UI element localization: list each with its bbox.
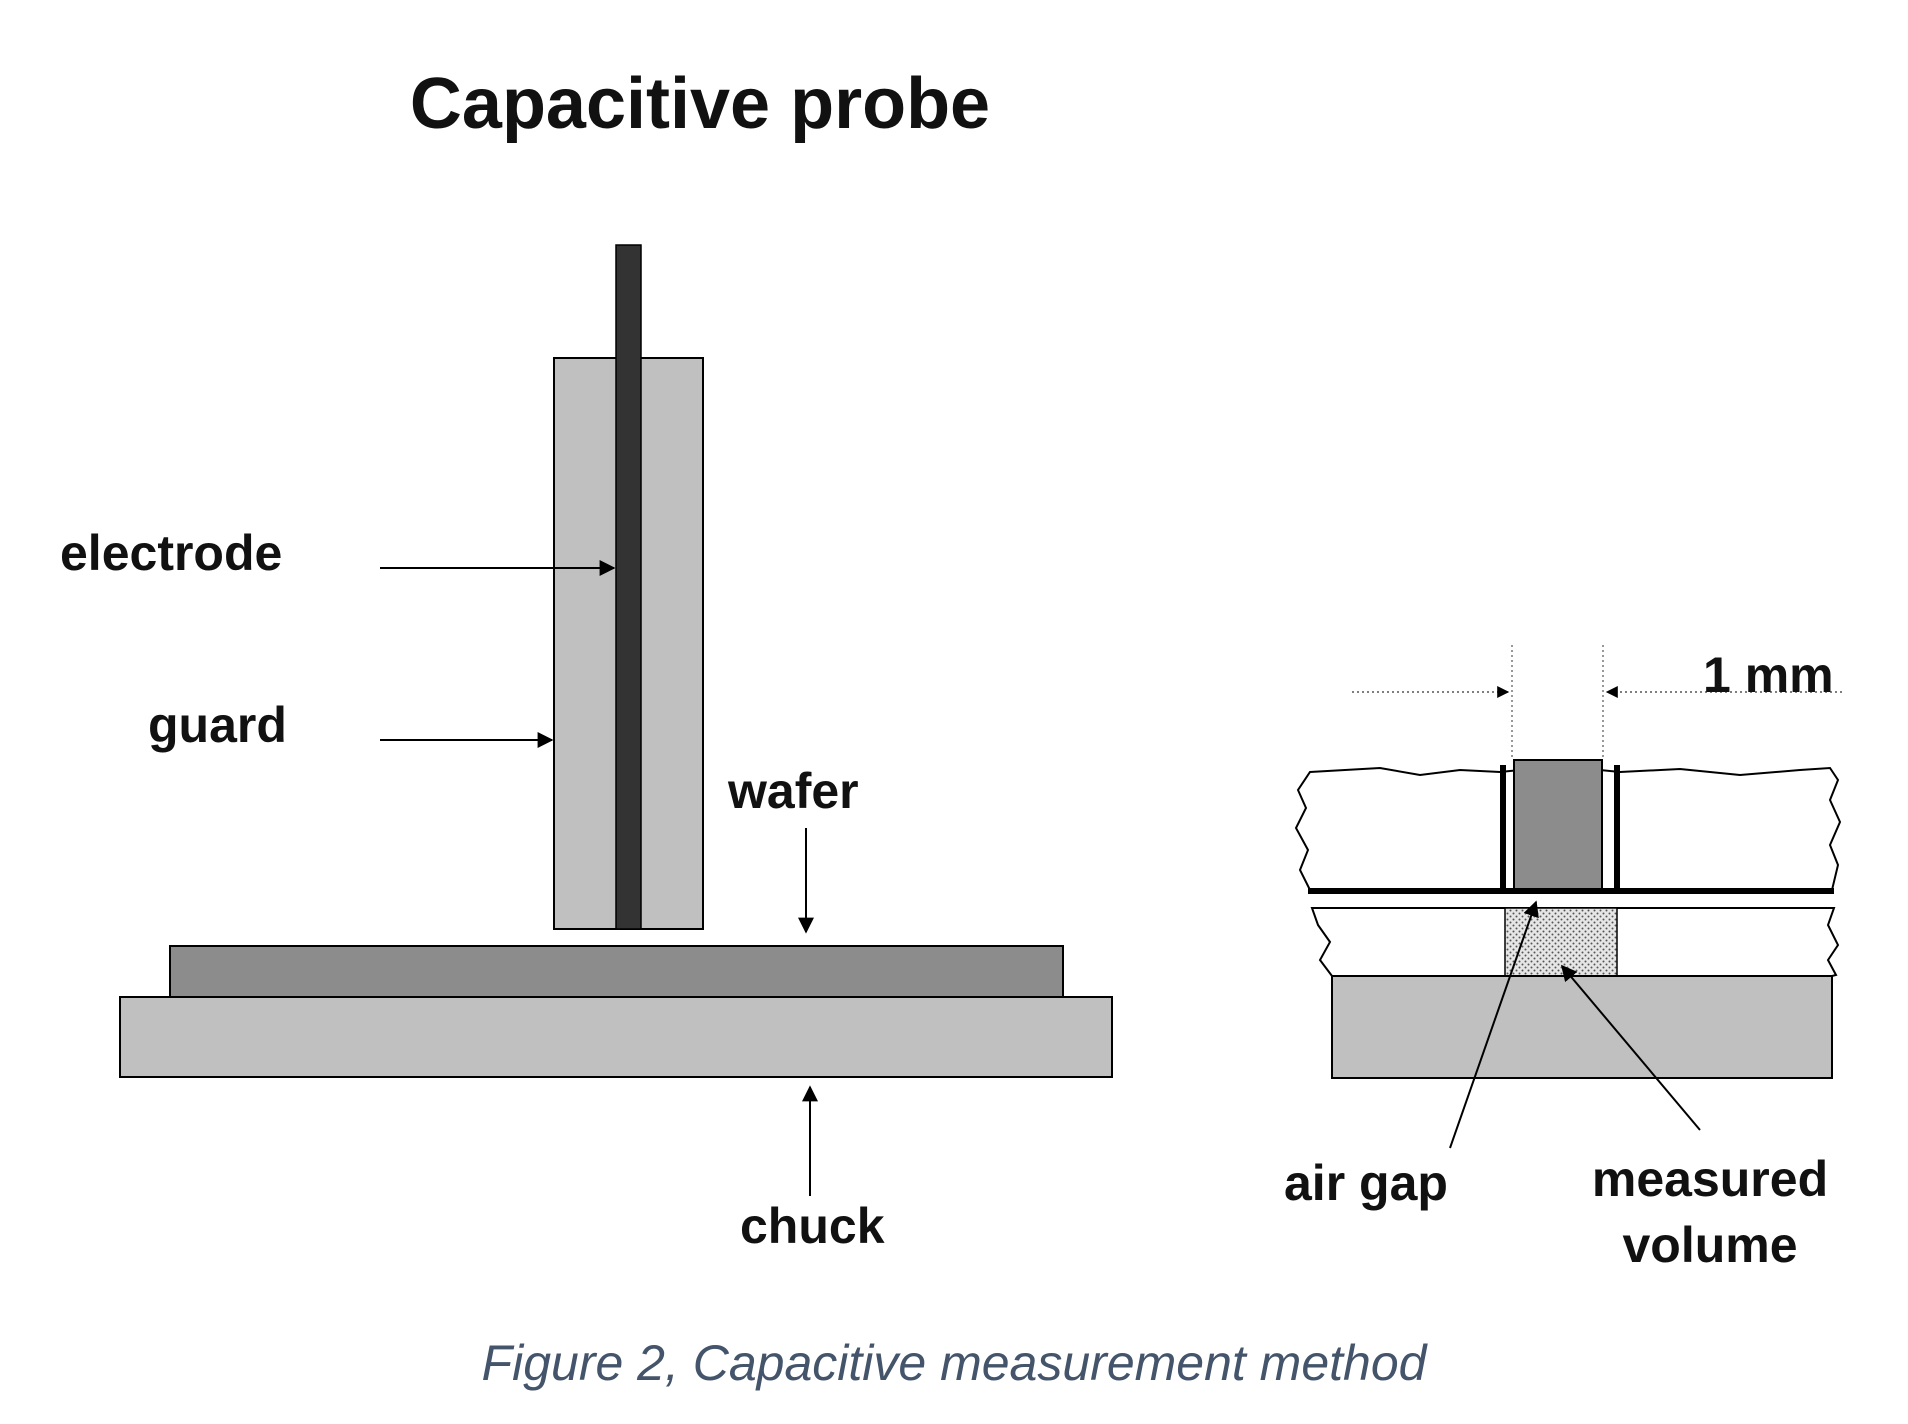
measured-volume-leader — [1560, 964, 1701, 1131]
detail-electrode — [1513, 759, 1603, 891]
figure-title: Capacitive probe — [410, 64, 990, 144]
detail-diagram: 1 mm air gap measured volume — [1284, 645, 1842, 1273]
chuck-block — [119, 996, 1113, 1078]
detail-chuck — [1331, 975, 1833, 1079]
guard-label: guard — [148, 697, 287, 753]
chuck-label: chuck — [740, 1198, 885, 1254]
measured-volume-label-line1: measured — [1592, 1151, 1828, 1207]
dimension-label: 1 mm — [1703, 647, 1834, 703]
wafer-block — [169, 945, 1064, 998]
measured-volume-label-line2: volume — [1622, 1217, 1797, 1273]
wafer-label: wafer — [727, 763, 859, 819]
measured-volume-region — [1504, 907, 1618, 977]
figure-caption: Figure 2, Capacitive measurement method — [482, 1335, 1429, 1391]
electrode-rod — [615, 244, 642, 930]
air-gap-label: air gap — [1284, 1155, 1448, 1211]
air-gap-leader — [1449, 900, 1539, 1149]
probe-diagram: electrode guard wafer chuck — [60, 244, 1113, 1254]
electrode-label: electrode — [60, 525, 282, 581]
